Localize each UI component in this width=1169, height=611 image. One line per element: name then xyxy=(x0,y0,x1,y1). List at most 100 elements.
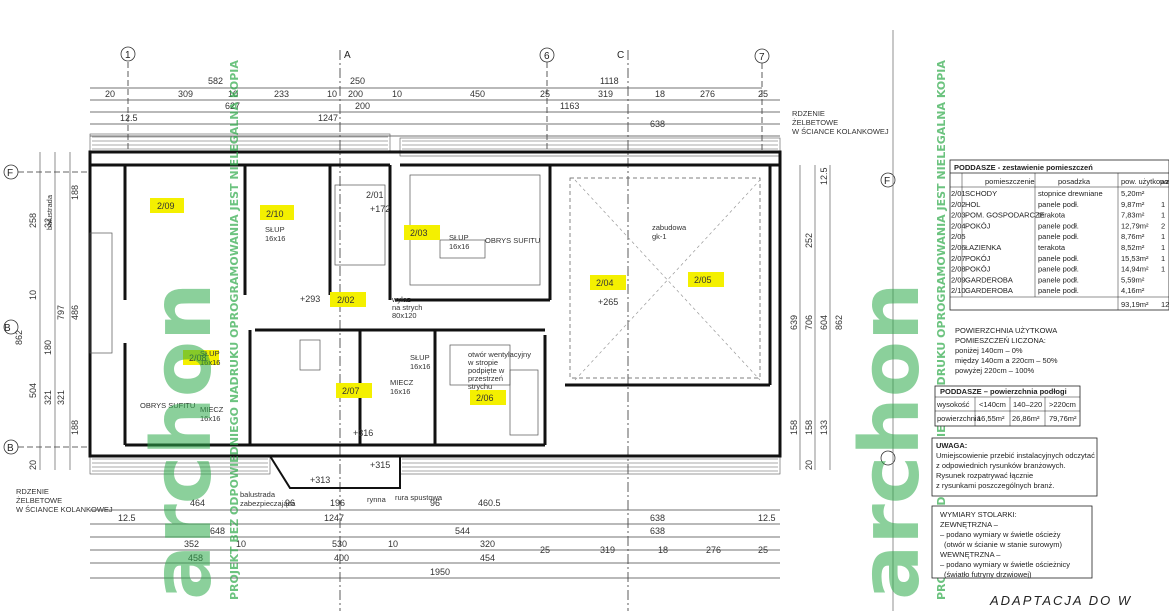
svg-text:319: 319 xyxy=(598,89,613,99)
room-table-cell: HOL xyxy=(965,200,980,209)
svg-text:458: 458 xyxy=(188,553,203,563)
svg-text:16,55m²: 16,55m² xyxy=(977,414,1005,423)
svg-text:powierzchnia: powierzchnia xyxy=(937,414,982,423)
svg-text:POMIESZCZEŃ LICZONA:: POMIESZCZEŃ LICZONA: xyxy=(955,336,1046,345)
room-table-cell: panele podł. xyxy=(1038,232,1079,241)
svg-text:MIECZ: MIECZ xyxy=(390,378,414,387)
uwaga-note: UWAGA: Umiejscowienie przebić instalacyj… xyxy=(931,437,1098,497)
svg-text:16x16: 16x16 xyxy=(200,358,220,367)
axis-6: 6 xyxy=(544,51,550,62)
svg-text:SŁUP: SŁUP xyxy=(265,225,285,234)
svg-text:OBRYS SUFITU: OBRYS SUFITU xyxy=(140,401,195,410)
svg-text:zabezpieczająca: zabezpieczająca xyxy=(240,499,296,508)
room-table-cell: 1 xyxy=(1161,211,1165,220)
room-table-cell: 2/05 xyxy=(951,232,966,241)
svg-text:25: 25 xyxy=(540,89,550,99)
svg-text:20: 20 xyxy=(105,89,115,99)
axis-1: 1 xyxy=(125,50,131,61)
svg-text:544: 544 xyxy=(455,526,470,536)
svg-text:z odpowiednich rysunków branżo: z odpowiednich rysunków branżowych. xyxy=(936,461,1066,470)
svg-text:180: 180 xyxy=(43,340,53,355)
svg-text:32: 32 xyxy=(43,218,53,228)
room-table-cell: panele podł. xyxy=(1038,275,1079,284)
room-table-cell: 5,59m² xyxy=(1121,275,1145,284)
room-2-02: 2/02 xyxy=(337,295,355,305)
room-table-cell: panele podł. xyxy=(1038,286,1079,295)
svg-text:460.5: 460.5 xyxy=(478,498,501,508)
svg-text:79,76m²: 79,76m² xyxy=(1049,414,1077,423)
svg-text:530: 530 xyxy=(332,539,347,549)
svg-text:12.5: 12.5 xyxy=(118,513,136,523)
svg-text:10: 10 xyxy=(392,89,402,99)
svg-text:200: 200 xyxy=(355,101,370,111)
svg-text:poniżej 140cm – 0%: poniżej 140cm – 0% xyxy=(955,346,1023,355)
svg-text:archon: archon xyxy=(135,283,230,600)
svg-text:strychu: strychu xyxy=(468,382,492,391)
svg-text:OBRYS SUFITU: OBRYS SUFITU xyxy=(485,236,540,245)
svg-text:Rysunek rozpatrywać łącznie: Rysunek rozpatrywać łącznie xyxy=(936,471,1033,480)
svg-text:RDZENIE: RDZENIE xyxy=(16,487,49,496)
svg-text:706: 706 xyxy=(804,315,814,330)
svg-text:188: 188 xyxy=(70,185,80,200)
corner-note-top-right: RDZENIE ŻELBETOWE W ŚCIANCE KOLANKOWEJ xyxy=(792,109,889,136)
svg-text:12.5: 12.5 xyxy=(120,113,138,123)
svg-text:464: 464 xyxy=(190,498,205,508)
axis-c-top: C xyxy=(617,50,624,61)
dimension-labels-top: 582 250 1118 309 10 233 10 200 10 450 25… xyxy=(105,76,768,129)
svg-text:MIECZ: MIECZ xyxy=(200,405,224,414)
svg-text:przestrzeń: przestrzeń xyxy=(468,374,503,383)
svg-text:wysokość: wysokość xyxy=(936,400,970,409)
svg-text:638: 638 xyxy=(650,119,665,129)
axis-f-right: F xyxy=(884,176,890,187)
svg-text:1163: 1163 xyxy=(560,101,579,111)
svg-text:SŁUP: SŁUP xyxy=(410,353,430,362)
svg-text:638: 638 xyxy=(650,513,665,523)
axis-labels: 1 A 6 C 7 F B B F xyxy=(4,50,890,454)
svg-text:pomieszczenie: pomieszczenie xyxy=(985,177,1035,186)
svg-text:233: 233 xyxy=(274,89,289,99)
svg-text:rynna: rynna xyxy=(367,495,387,504)
svg-text:250: 250 xyxy=(350,76,365,86)
svg-text:z rysunkami poszczególnych bra: z rysunkami poszczególnych branż. xyxy=(936,481,1054,490)
svg-text:93,19m²: 93,19m² xyxy=(1121,300,1149,309)
room-table-cell: SCHODY xyxy=(965,189,997,198)
svg-text:– podano wymiary w świetle ośc: – podano wymiary w świetle ościeżnicy xyxy=(940,560,1070,569)
svg-text:PODDASZE - zestawienie pomiesz: PODDASZE - zestawienie pomieszczeń xyxy=(954,163,1093,172)
svg-text:196: 196 xyxy=(330,498,345,508)
archon-watermark: archon PROJEKT BEZ ODPOWIEDNIEGO NADRUKU… xyxy=(135,60,948,600)
svg-text:12.5: 12.5 xyxy=(758,513,776,523)
room-2-10: 2/10 xyxy=(266,209,284,219)
room-table-cell: POKÓJ xyxy=(965,221,991,230)
svg-text:862: 862 xyxy=(834,315,844,330)
svg-text:– podano wymiary w świetle ośc: – podano wymiary w świetle ościeży xyxy=(940,530,1061,539)
dimension-labels-bottom: 464 96 196 96 460.5 12.5 1247 638 12.5 6… xyxy=(118,498,776,577)
svg-text:18: 18 xyxy=(658,545,668,555)
room-table-cell: 12,79m² xyxy=(1121,221,1149,230)
room-table-cell: 7,83m² xyxy=(1121,211,1145,220)
svg-text:archon: archon xyxy=(843,283,938,600)
room-table-cell: 1 xyxy=(1161,265,1165,274)
svg-text:352: 352 xyxy=(184,539,199,549)
svg-text:638: 638 xyxy=(650,526,665,536)
svg-text:450: 450 xyxy=(470,89,485,99)
room-table-cell: 14,94m² xyxy=(1121,265,1149,274)
svg-text:25: 25 xyxy=(758,89,768,99)
bay-window xyxy=(269,455,401,489)
svg-text:powyżej 220cm – 100%: powyżej 220cm – 100% xyxy=(955,366,1035,375)
svg-text:W ŚCIANCE KOLANKOWEJ: W ŚCIANCE KOLANKOWEJ xyxy=(16,505,113,514)
svg-text:>220cm: >220cm xyxy=(1049,400,1076,409)
svg-text:1247: 1247 xyxy=(318,113,338,123)
svg-text:<140cm: <140cm xyxy=(979,400,1006,409)
svg-text:319: 319 xyxy=(600,545,615,555)
axis-7: 7 xyxy=(759,52,765,63)
room-2-03: 2/03 xyxy=(410,228,428,238)
svg-text:otwór wentylacyjny: otwór wentylacyjny xyxy=(468,350,531,359)
svg-text:321: 321 xyxy=(43,390,53,405)
room-table-cell: 2/10 xyxy=(951,286,966,295)
svg-text:+265: +265 xyxy=(598,297,618,307)
svg-text:gk-1: gk-1 xyxy=(652,232,667,241)
svg-text:Umiejscowienie przebić instala: Umiejscowienie przebić instalacyjnych od… xyxy=(936,451,1095,460)
svg-text:UWAGA:: UWAGA: xyxy=(936,441,967,450)
room-table-cell: panele podł. xyxy=(1038,200,1079,209)
svg-text:10: 10 xyxy=(228,89,238,99)
